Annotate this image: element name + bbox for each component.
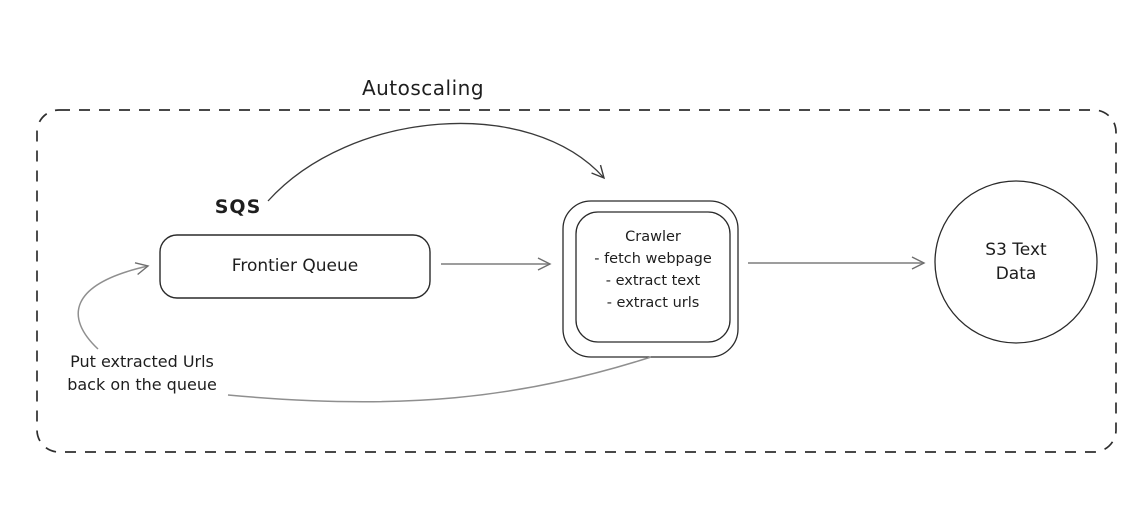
arrow-sqs-to-crawler bbox=[267, 122, 606, 202]
s3-circle bbox=[934, 180, 1098, 344]
crawler-item-extract-urls: - extract urls bbox=[606, 295, 700, 311]
crawler-item-fetch-webpage: - fetch webpage bbox=[594, 251, 712, 267]
autoscaling-boundary bbox=[36, 109, 1117, 453]
feedback-note: Put extracted Urls back on the queue bbox=[67, 350, 217, 396]
s3-label: S3 Text Data bbox=[985, 238, 1046, 286]
frontier-queue-box bbox=[159, 234, 431, 299]
crawler-title: Crawler bbox=[625, 229, 681, 245]
sqs-label: SQS bbox=[214, 196, 262, 218]
feedback-note-line1: Put extracted Urls bbox=[70, 352, 214, 371]
feedback-note-line2: back on the queue bbox=[67, 375, 217, 394]
frontier-queue-label: Frontier Queue bbox=[231, 255, 359, 276]
autoscaling-title: Autoscaling bbox=[361, 76, 485, 100]
s3-label-line1: S3 Text bbox=[985, 240, 1047, 260]
arrow-feedback-to-queue bbox=[77, 262, 150, 350]
crawler-box-inner bbox=[575, 211, 731, 343]
s3-label-line2: Data bbox=[995, 264, 1037, 284]
crawler-item-extract-text: - extract text bbox=[605, 273, 701, 289]
crawler-label: Crawler - fetch webpage - extract text -… bbox=[576, 226, 730, 314]
line-crawler-to-note bbox=[227, 356, 652, 403]
